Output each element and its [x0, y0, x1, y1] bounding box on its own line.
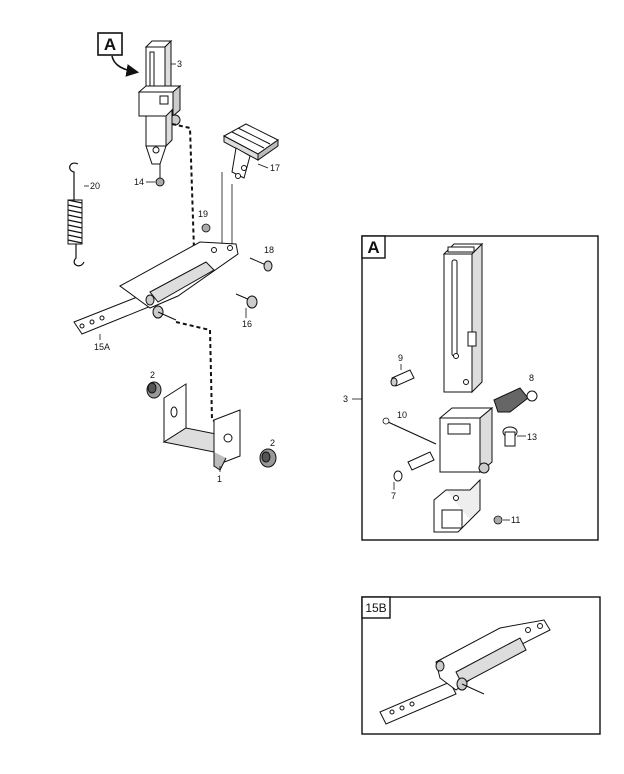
part-17-foot-pedal — [222, 123, 279, 179]
callout-part-20: 20 — [90, 181, 100, 191]
callout-part-14: 14 — [134, 177, 144, 187]
detail-a-panel-label: A — [367, 238, 379, 257]
detail-a-bracket-block — [433, 406, 494, 533]
detail-a-tube — [442, 242, 484, 394]
callout-part-2-right: 2 — [270, 438, 275, 448]
detail-15b-panel-label: 15B — [365, 601, 386, 615]
detail-a-callout-7: 7 — [391, 491, 396, 501]
detail-a-external-ref: 3 — [343, 394, 348, 404]
part-18-bolt — [249, 257, 273, 272]
callout-part-2-left: 2 — [150, 370, 155, 380]
detail-a-part-7-clip — [393, 451, 435, 482]
callout-part-18: 18 — [264, 245, 274, 255]
detail-a-callout-10: 10 — [397, 410, 407, 420]
detail-a-part-8-knob — [493, 387, 538, 413]
part-19-nut — [201, 223, 211, 233]
detail-a-part-9-pin — [390, 369, 415, 387]
callout-part-15a: 15A — [94, 342, 110, 352]
detail-a-part-11-nut — [493, 515, 503, 525]
part-3-lift-tube-assembly — [137, 39, 182, 187]
callout-part-3: 3 — [177, 59, 182, 69]
detail-a-callout-8: 8 — [529, 373, 534, 383]
detail-a-callout-9: 9 — [398, 353, 403, 363]
pedal-rod-guide — [221, 172, 233, 244]
linkage-rod-upper — [171, 123, 195, 251]
part-2-bushing-left — [146, 381, 162, 399]
detail-a-part-10-rod — [387, 421, 437, 445]
part-15a-lever-arm — [73, 241, 239, 335]
part-2-bushing-right — [259, 448, 277, 468]
detail-15b-lever-arm — [379, 619, 551, 725]
callout-part-1: 1 — [217, 474, 222, 484]
detail-a-callout-13: 13 — [527, 432, 537, 442]
detail-a-callout-11: 11 — [511, 515, 520, 525]
callout-part-19: 19 — [198, 209, 208, 219]
part-20-spring — [67, 162, 85, 267]
part-16-bolt — [235, 293, 258, 309]
part-1-mounting-bracket — [162, 383, 241, 471]
callout-part-17: 17 — [270, 163, 280, 173]
detail-a-reference-label: A — [104, 35, 116, 54]
detail-a-reference-tag: A — [97, 32, 140, 77]
detail-a-part-13-knob — [502, 426, 518, 447]
callout-part-16: 16 — [242, 319, 252, 329]
